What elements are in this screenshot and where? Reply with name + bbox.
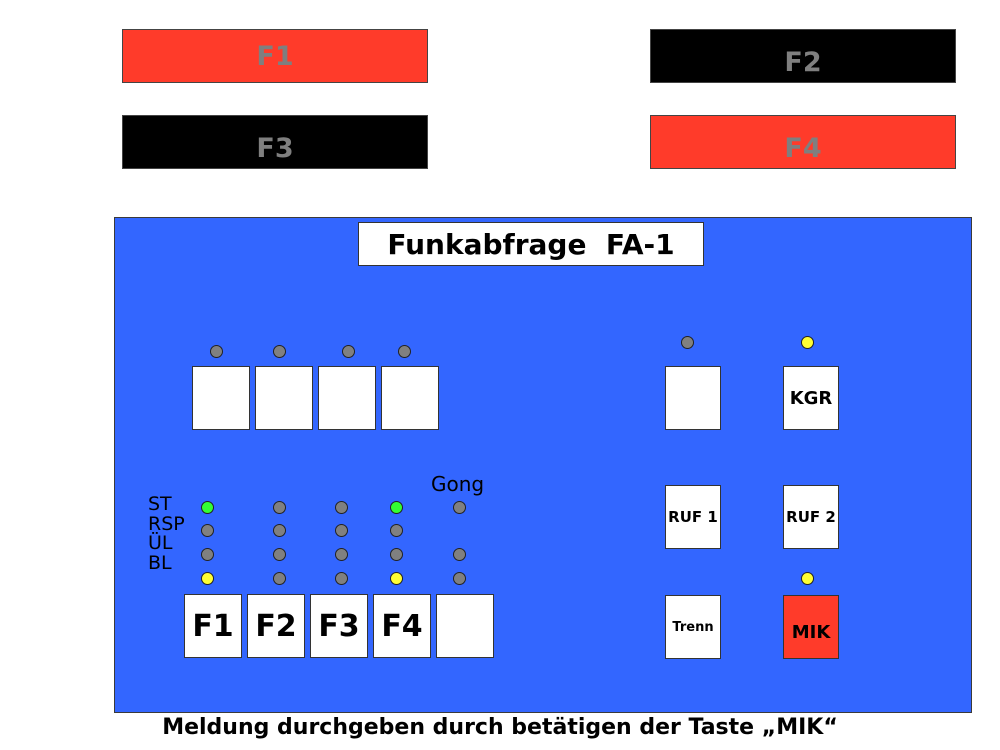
upper-key-1-led xyxy=(210,345,223,358)
channel-key-label: F2 xyxy=(255,608,297,644)
f2-st-led xyxy=(273,501,286,514)
upper-key-4-led xyxy=(398,345,411,358)
blank-right-key[interactable] xyxy=(665,366,721,430)
trenn-key[interactable]: Trenn xyxy=(665,595,721,659)
f3-st-led xyxy=(335,501,348,514)
radio-console-panel xyxy=(114,217,972,713)
channel-key-label: F4 xyxy=(381,608,423,644)
ruf2-key[interactable]: RUF 2 xyxy=(783,485,839,549)
upper-key-2-led xyxy=(273,345,286,358)
status-bar-f2: F2 xyxy=(650,29,956,83)
channel-key-f4[interactable]: F4 xyxy=(373,594,431,658)
upper-key-3[interactable] xyxy=(318,366,376,430)
gong-led xyxy=(453,501,466,514)
gong-ul-led xyxy=(453,548,466,561)
f3-ul-led xyxy=(335,548,348,561)
channel-key-f3[interactable]: F3 xyxy=(310,594,368,658)
upper-key-4[interactable] xyxy=(381,366,439,430)
kgr-key[interactable]: KGR xyxy=(783,366,839,430)
blank-key-led xyxy=(681,336,694,349)
gong-bl-led xyxy=(453,572,466,585)
f4-st-led xyxy=(390,501,403,514)
f3-bl-led xyxy=(335,572,348,585)
panel-title-text: Funkabfrage FA-1 xyxy=(387,227,675,261)
f1-rsp-led xyxy=(201,524,214,537)
f1-bl-led xyxy=(201,572,214,585)
status-bar-label: F4 xyxy=(784,132,822,164)
status-bar-f4: F4 xyxy=(650,115,956,169)
upper-key-2[interactable] xyxy=(255,366,313,430)
status-bar-label: F1 xyxy=(256,40,294,72)
kgr-led xyxy=(801,336,814,349)
gong-label: Gong xyxy=(431,472,485,496)
status-bar-f3: F3 xyxy=(122,115,428,169)
f1-ul-led xyxy=(201,548,214,561)
channel-key-f1[interactable]: F1 xyxy=(184,594,242,658)
mik-key-label: MIK xyxy=(791,621,831,643)
f3-rsp-led xyxy=(335,524,348,537)
f2-bl-led xyxy=(273,572,286,585)
f2-rsp-led xyxy=(273,524,286,537)
mik-led xyxy=(801,572,814,585)
f1-st-led xyxy=(201,501,214,514)
row-label-bl: BL xyxy=(148,552,172,574)
channel-key-label: F3 xyxy=(318,608,360,644)
ruf1-key-label: RUF 1 xyxy=(668,508,718,526)
trenn-key-label: Trenn xyxy=(672,619,714,635)
channel-key-f2[interactable]: F2 xyxy=(247,594,305,658)
upper-key-3-led xyxy=(342,345,355,358)
f2-ul-led xyxy=(273,548,286,561)
f4-ul-led xyxy=(390,548,403,561)
row-label-st: ST xyxy=(148,493,172,515)
gong-key[interactable] xyxy=(436,594,494,658)
row-label-rsp: RSP xyxy=(148,513,185,535)
ruf2-key-label: RUF 2 xyxy=(786,508,836,526)
kgr-key-label: KGR xyxy=(789,387,833,409)
upper-key-1[interactable] xyxy=(192,366,250,430)
status-bar-label: F3 xyxy=(256,132,294,164)
status-bar-label: F2 xyxy=(784,46,822,78)
f4-bl-led xyxy=(390,572,403,585)
instruction-text: Meldung durchgeben durch betätigen der T… xyxy=(162,715,838,740)
status-bar-f1: F1 xyxy=(122,29,428,83)
mik-key[interactable]: MIK xyxy=(783,595,839,659)
panel-title: Funkabfrage FA-1 xyxy=(358,222,704,266)
row-label-ul: ÜL xyxy=(148,532,173,554)
f4-rsp-led xyxy=(390,524,403,537)
channel-key-label: F1 xyxy=(192,608,234,644)
ruf1-key[interactable]: RUF 1 xyxy=(665,485,721,549)
